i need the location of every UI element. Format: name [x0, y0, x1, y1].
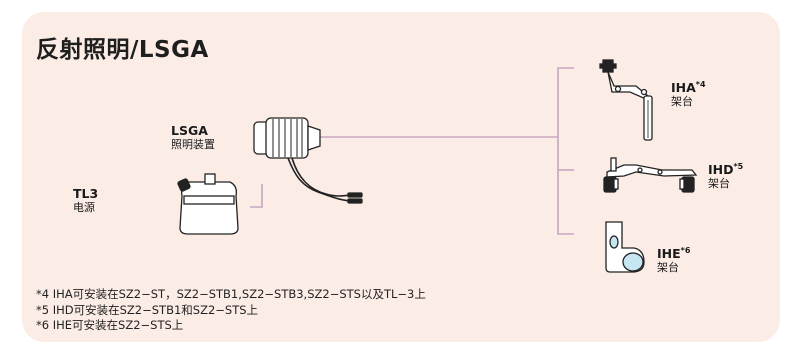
iha-footnote-ref: *4	[695, 80, 706, 89]
iha-code: IHA	[671, 79, 696, 95]
ihd-code: IHD	[708, 161, 734, 177]
tl3-name: 电源	[73, 201, 95, 214]
ihd-footnote-ref: *5	[733, 162, 744, 171]
iha-label: IHA*4 架台	[671, 78, 706, 109]
footnote-4: *4 IHA可安装在SZ2−ST，SZ2−STB1,SZ2−STB3,SZ2−S…	[36, 287, 426, 301]
footnote-5: *5 IHD可安装在SZ2−STB1和SZ2−STS上	[36, 302, 259, 317]
connector-lines	[250, 67, 574, 235]
page-title: 反射照明/LSGA	[36, 37, 209, 63]
ihe-label: IHE*6 架台	[657, 244, 690, 275]
power-supply-icon	[177, 173, 239, 235]
iha-name: 架台	[671, 94, 693, 108]
lsga-name: 照明装置	[171, 138, 215, 151]
iha-stand-icon	[599, 59, 653, 141]
lsga-code: LSGA	[171, 123, 208, 138]
ihe-name: 架台	[657, 260, 679, 274]
ihd-stand-icon	[603, 157, 698, 193]
footnote-6: *6 IHE可安装在SZ2−STS上	[36, 318, 184, 332]
ihd-name: 架台	[708, 176, 730, 190]
ihe-code: IHE	[657, 245, 681, 261]
lsga-light-unit-icon	[253, 117, 363, 204]
footnotes: *4 IHA可安装在SZ2−ST，SZ2−STB1,SZ2−STB3,SZ2−S…	[36, 287, 426, 334]
tl3-code: TL3	[73, 186, 99, 201]
ihe-footnote-ref: *6	[680, 246, 691, 255]
diagram-panel	[22, 12, 780, 342]
ihd-label: IHD*5 架台	[708, 160, 743, 191]
ihe-stand-icon	[605, 221, 645, 273]
lsga-label: LSGA 照明装置	[171, 124, 215, 152]
tl3-label: TL3 电源	[73, 187, 98, 215]
